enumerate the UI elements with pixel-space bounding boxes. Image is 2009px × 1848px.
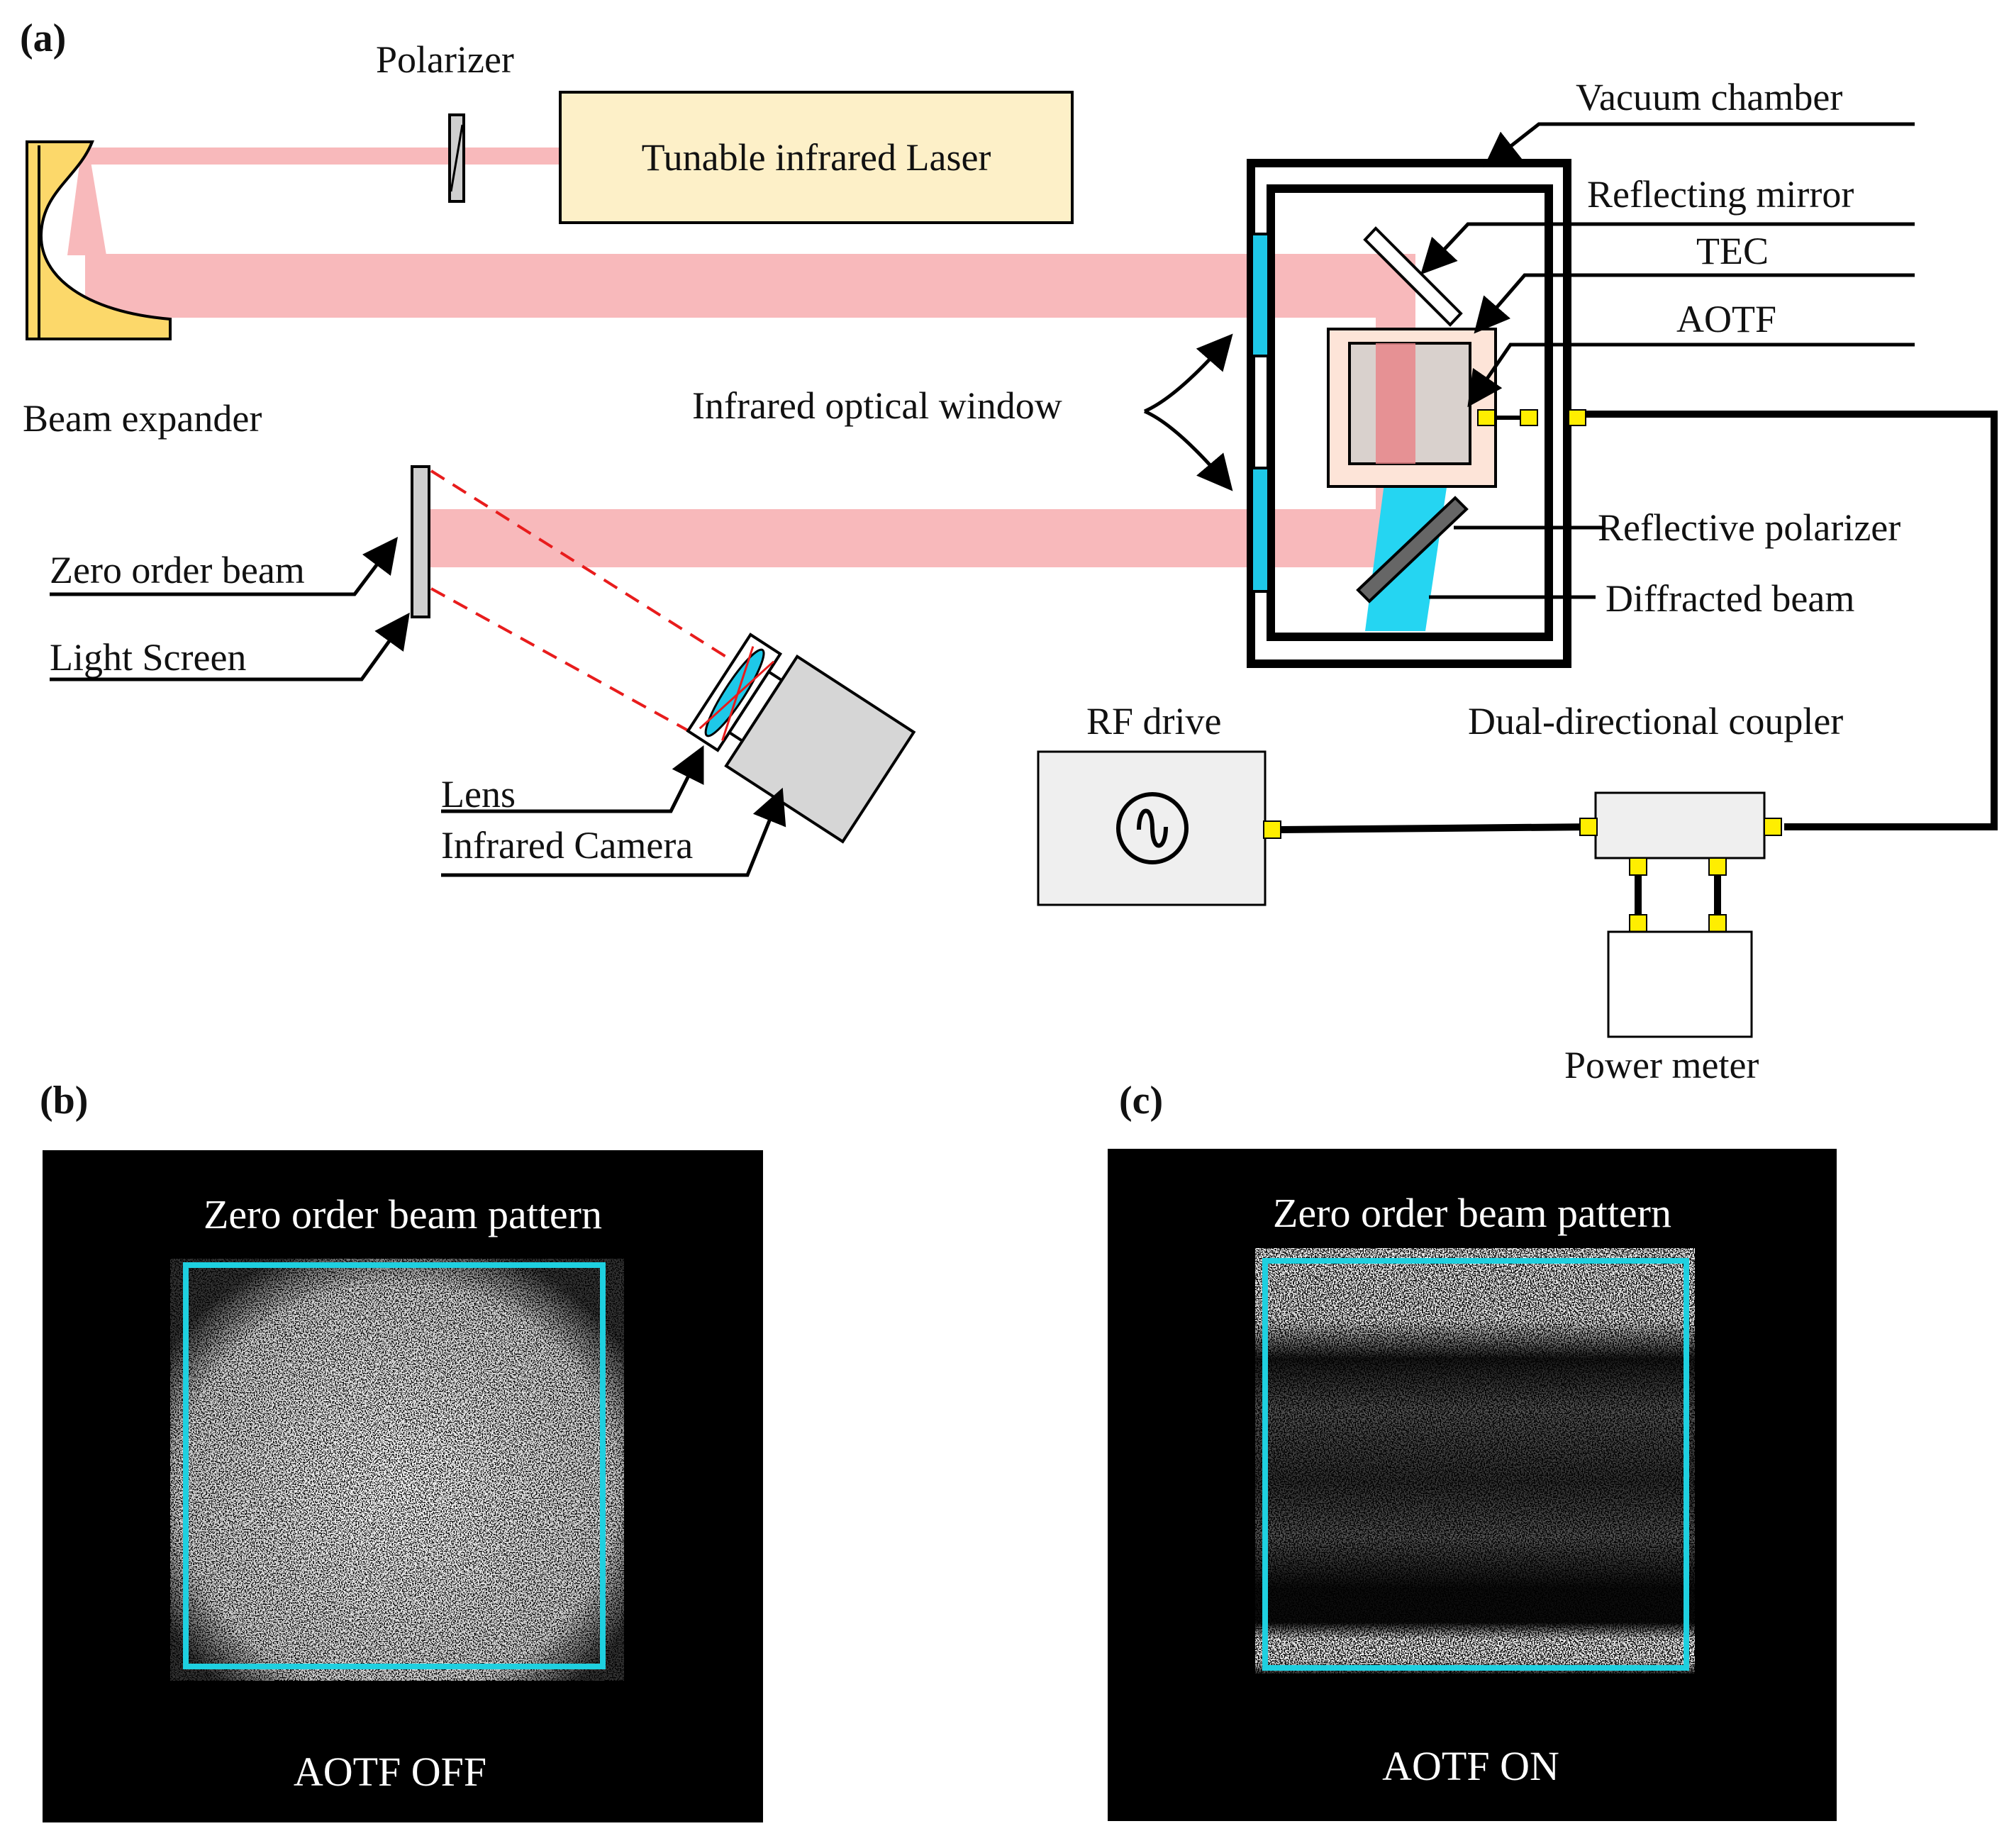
tec-label: TEC — [1696, 230, 1769, 272]
panel-label-a: (a) — [20, 16, 66, 60]
camera-view-top — [430, 469, 732, 661]
connector-inner — [1520, 409, 1538, 426]
reflective-polarizer — [1356, 496, 1469, 603]
infrared-window-label: Infrared optical window — [692, 384, 1062, 427]
infrared-window-bottom — [1250, 467, 1270, 593]
lens-label: Lens — [441, 773, 516, 816]
polarizer-label: Polarizer — [376, 38, 514, 81]
diffracted-beam-label: Diffracted beam — [1605, 577, 1854, 620]
rf-drive-connector — [1263, 820, 1281, 839]
light-screen — [411, 465, 430, 618]
rf-cable-drive — [1280, 823, 1596, 833]
zero-order-beam-label: Zero order beam — [50, 549, 305, 591]
beam-image-aotf-on: Zero order beam pattern AOTF ON — [1108, 1149, 1837, 1821]
vacuum-chamber-inner — [1267, 184, 1553, 641]
panel-label-c: (c) — [1119, 1079, 1163, 1123]
reflective-polarizer-label: Reflective polarizer — [1598, 506, 1901, 549]
reflecting-mirror — [1363, 226, 1463, 327]
roi-box-b — [183, 1262, 606, 1669]
power-meter — [1607, 930, 1753, 1038]
image-c-caption: AOTF ON — [1382, 1743, 1559, 1789]
sine-source-icon — [1116, 792, 1189, 864]
reflecting-mirror-label: Reflecting mirror — [1587, 173, 1854, 216]
infrared-camera-label: Infrared Camera — [441, 824, 693, 867]
speckle-pattern-b — [170, 1259, 624, 1684]
laser-beam-narrow — [84, 147, 560, 165]
vacuum-chamber-label: Vacuum chamber — [1576, 76, 1842, 118]
image-b-caption: AOTF OFF — [294, 1749, 486, 1795]
expanded-beam — [85, 254, 1376, 318]
lens — [704, 648, 765, 737]
beam-image-aotf-off: Zero order beam pattern AOTF OFF — [43, 1150, 763, 1822]
vacuum-chamber-outer — [1247, 159, 1571, 668]
dual-directional-coupler — [1594, 791, 1766, 859]
connector-outer — [1568, 409, 1586, 426]
panel-label-b: (b) — [40, 1079, 88, 1123]
aotf-label: AOTF — [1676, 298, 1776, 340]
expanding-beam — [67, 149, 106, 255]
laser-label: Tunable infrared Laser — [642, 136, 991, 179]
tunable-laser — [559, 91, 1074, 224]
beam-expander — [26, 140, 172, 340]
image-c-title: Zero order beam pattern — [1273, 1190, 1671, 1236]
coupler-label: Dual-directional coupler — [1468, 700, 1843, 742]
infrared-window-top — [1250, 233, 1270, 357]
speckle-pattern-c — [1255, 1248, 1695, 1674]
power-meter-label: Power meter — [1564, 1044, 1759, 1086]
camera-view-bottom — [430, 587, 701, 739]
light-screen-label: Light Screen — [50, 636, 246, 679]
roi-box-c — [1262, 1258, 1689, 1671]
rf-cable-chamber — [1586, 411, 1998, 830]
beam-expander-label: Beam expander — [23, 397, 262, 440]
infrared-camera-assembly — [686, 633, 916, 844]
image-b-title: Zero order beam pattern — [204, 1191, 602, 1237]
rf-drive-label: RF drive — [1086, 700, 1222, 742]
connector-aotf — [1477, 409, 1496, 426]
